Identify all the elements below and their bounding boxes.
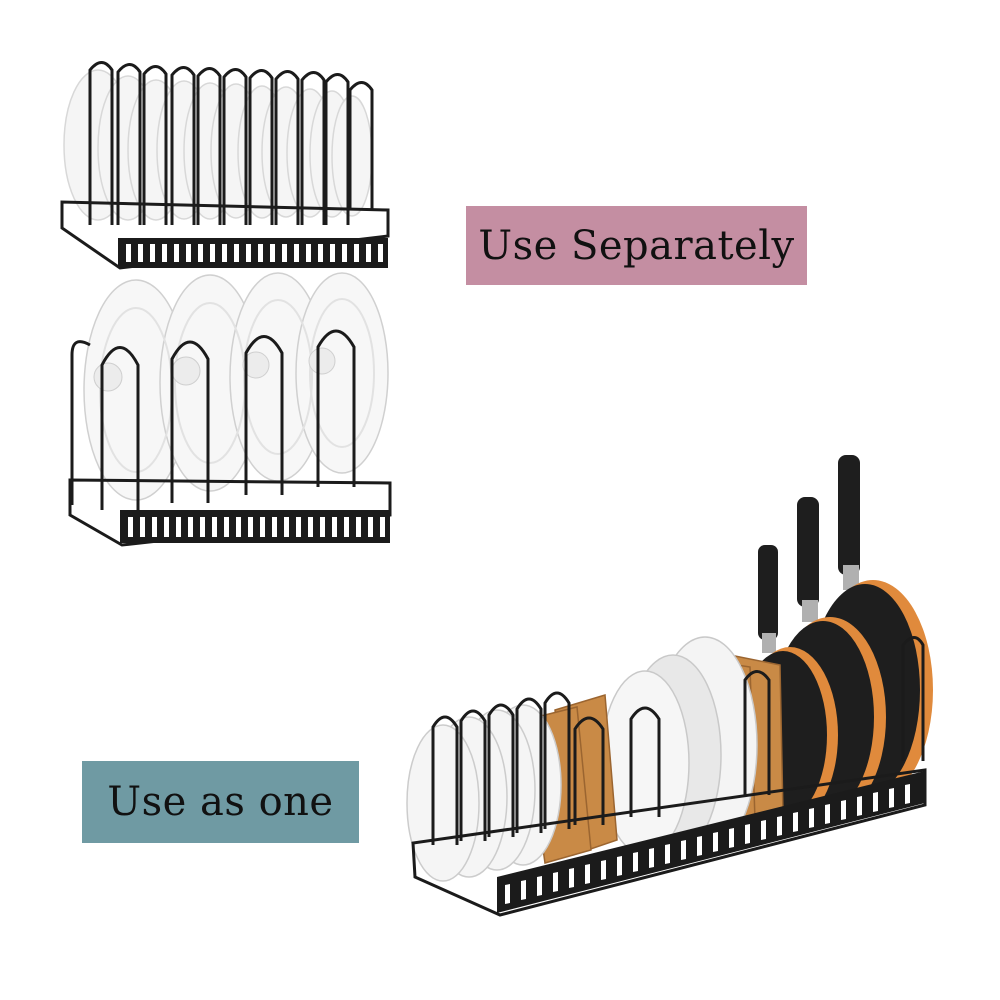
plate-rack-icon [60,61,390,270]
use-separately-label: Use Separately [466,206,807,285]
lid-rack-icon [68,272,392,547]
pan-rack-icon [406,455,933,917]
use-as-one-label: Use as one [82,761,359,843]
